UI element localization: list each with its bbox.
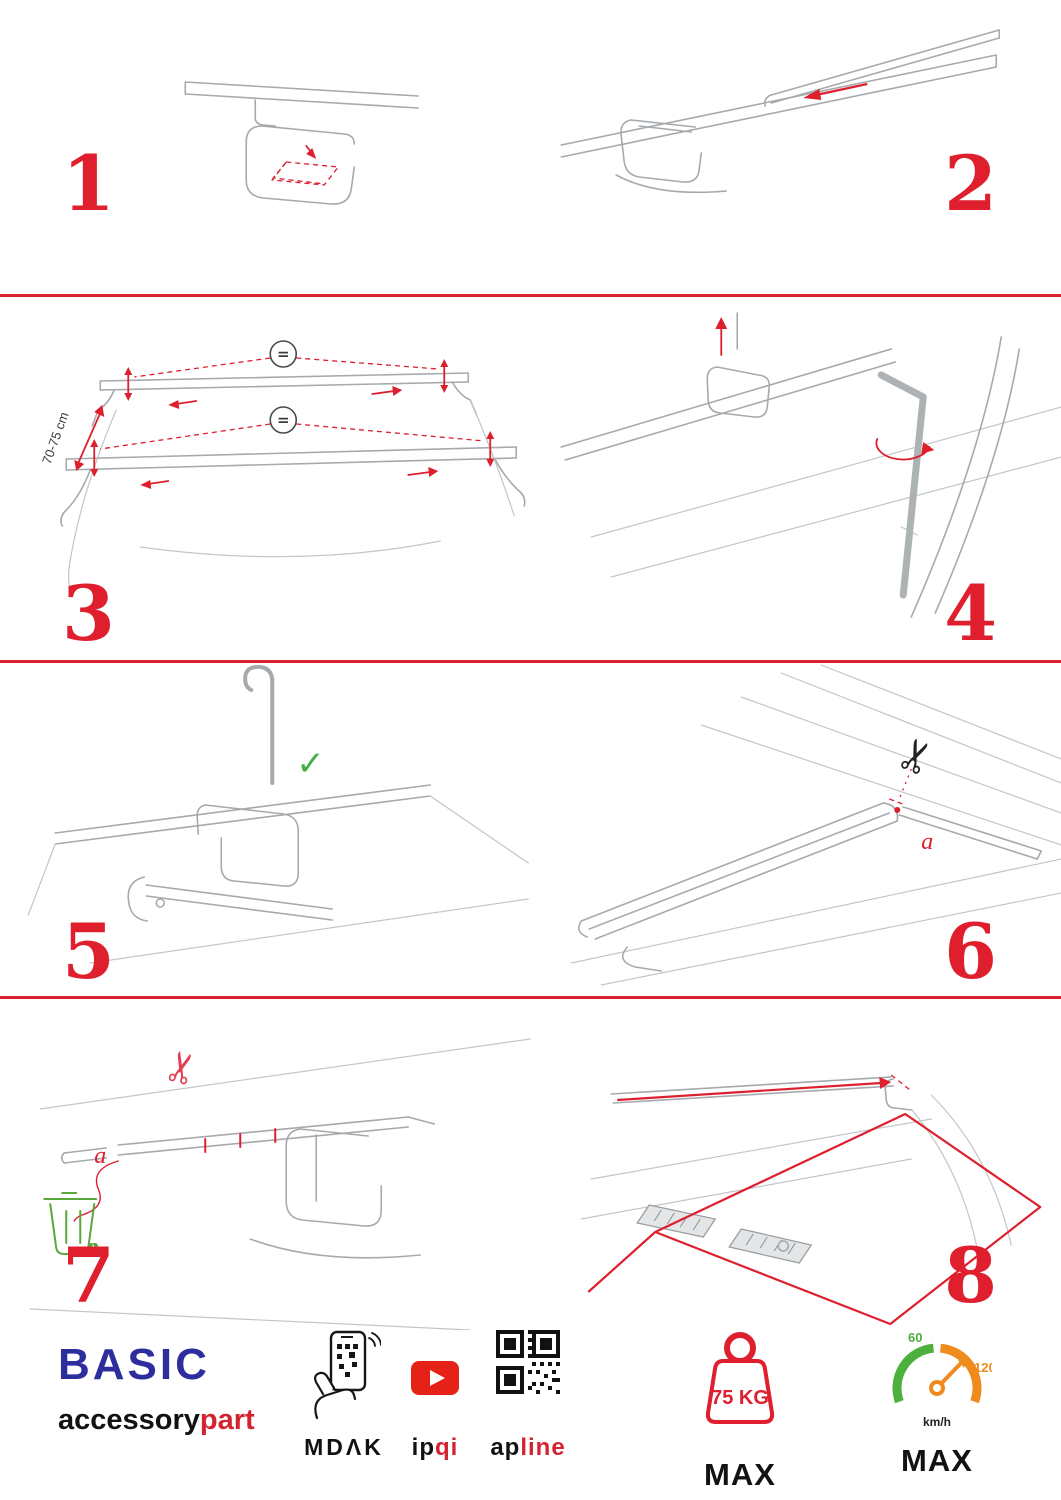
step-2-panel: 2 bbox=[531, 0, 1061, 294]
rubber-pad-annotation bbox=[271, 145, 340, 186]
scissors-icon: ✂ bbox=[886, 729, 947, 783]
step-number-2: 2 bbox=[944, 139, 997, 228]
tighten-annotations bbox=[714, 317, 934, 461]
row-steps-1-2: 1 bbox=[0, 0, 1061, 294]
step-2-illustration bbox=[559, 29, 1000, 194]
qr-code-icon bbox=[484, 1330, 572, 1426]
step-number-5: 5 bbox=[62, 907, 115, 996]
row-steps-5-6: ✓ 5 bbox=[0, 663, 1061, 996]
brand-block: BASIC accessorypart bbox=[58, 1340, 278, 1437]
bar-end-sketch bbox=[577, 802, 1042, 972]
trash-recycle-icon: ♻ bbox=[43, 1192, 102, 1262]
step-1-illustration bbox=[184, 81, 420, 205]
step-3-panel: = = 70-75 cm 3 bbox=[0, 297, 531, 660]
step-8-illustration bbox=[580, 1074, 1041, 1326]
step-number-6: 6 bbox=[944, 907, 997, 996]
roof-rail-sketch bbox=[184, 81, 420, 205]
partner-apline-red: line bbox=[520, 1434, 566, 1461]
alignment-annotation bbox=[587, 1074, 1041, 1326]
speedometer-icon: 60 120 km/h bbox=[892, 1330, 996, 1429]
cut-strip-annotation bbox=[888, 768, 912, 813]
partner-mdak: MDΛK bbox=[292, 1330, 396, 1461]
partner-ipqi-red: qi bbox=[435, 1434, 459, 1461]
partner-mdak-label: MDΛK bbox=[304, 1434, 384, 1460]
allen-key-sketch bbox=[877, 371, 927, 599]
equal-spacing-annotation: = = bbox=[90, 340, 495, 489]
check-icon: ✓ bbox=[296, 744, 325, 784]
max-load-label: MAX bbox=[704, 1457, 776, 1492]
partner-ipqi: ipqi bbox=[398, 1330, 472, 1462]
brand-title: BASIC bbox=[58, 1340, 210, 1389]
brand-subtitle-red: part bbox=[199, 1404, 255, 1436]
step-6-panel: ✂ a 6 bbox=[531, 663, 1061, 996]
speed-low-label: 60 bbox=[908, 1330, 922, 1345]
step-4-panel: 4 bbox=[531, 297, 1061, 660]
step-1-panel: 1 bbox=[0, 0, 531, 294]
weight-icon: 75 KG bbox=[705, 1332, 775, 1424]
crossbars-sketch bbox=[60, 372, 526, 595]
scissors-icon: ✂ bbox=[154, 1044, 210, 1091]
clamp-sketch bbox=[27, 784, 529, 964]
brand-subtitle: accessorypart bbox=[58, 1404, 278, 1437]
step-number-3: 3 bbox=[62, 569, 115, 658]
step-6-illustration: ✂ a bbox=[570, 664, 1061, 986]
play-icon bbox=[430, 1370, 445, 1386]
footer: BASIC accessorypart MDΛK bbox=[0, 1330, 1061, 1500]
step-4-illustration bbox=[559, 312, 1061, 618]
step-5-panel: ✓ 5 bbox=[0, 663, 531, 996]
equal-symbol: = bbox=[277, 345, 290, 363]
max-speed-block: 60 120 km/h MAX bbox=[872, 1330, 1002, 1479]
strip-label-a: a bbox=[921, 829, 933, 855]
strip-label-a: a bbox=[94, 1143, 106, 1169]
step-5-illustration: ✓ bbox=[27, 664, 529, 964]
max-load-value: 75 KG bbox=[711, 1387, 769, 1409]
partner-apline: apline bbox=[484, 1330, 572, 1462]
bar-distance-label: 70-75 cm bbox=[39, 410, 72, 466]
partner-apline-label: apline bbox=[484, 1434, 572, 1462]
qr-scan-phone-icon bbox=[292, 1330, 396, 1426]
section-divider bbox=[0, 294, 1061, 297]
section-divider bbox=[0, 660, 1061, 663]
step-3-illustration: = = 70-75 cm bbox=[39, 340, 526, 595]
row-steps-3-4: = = 70-75 cm 3 bbox=[0, 297, 1061, 660]
section-divider bbox=[0, 996, 1061, 999]
step-number-7: 7 bbox=[62, 1231, 115, 1320]
max-speed-label: MAX bbox=[901, 1443, 973, 1478]
step-7-panel: ✂ a ♻ 7 bbox=[0, 999, 531, 1330]
lock-key-sketch bbox=[243, 664, 275, 785]
discard-annotation bbox=[73, 1128, 277, 1222]
step-7-illustration: ✂ a ♻ bbox=[29, 1038, 531, 1330]
underside-sketch bbox=[29, 1038, 531, 1330]
partner-ipqi-black: ip bbox=[411, 1434, 435, 1461]
step-number-1: 1 bbox=[62, 139, 115, 228]
slide-arrow bbox=[802, 82, 867, 100]
youtube-icon bbox=[398, 1330, 472, 1426]
speed-unit-label: km/h bbox=[923, 1415, 951, 1429]
bar-sketch bbox=[559, 29, 1000, 194]
step-number-4: 4 bbox=[944, 569, 997, 658]
row-steps-7-8: ✂ a ♻ 7 bbox=[0, 999, 1061, 1330]
equal-symbol: = bbox=[277, 411, 290, 429]
speed-high-label: 120 bbox=[974, 1360, 992, 1375]
max-load-block: 75 KG MAX bbox=[678, 1330, 802, 1493]
brand-subtitle-black: accessory bbox=[58, 1404, 200, 1436]
recycle-icon: ♻ bbox=[84, 1238, 102, 1262]
step-number-8: 8 bbox=[944, 1231, 997, 1320]
roof-ribs-sketch bbox=[570, 664, 1061, 986]
partner-ipqi-label: ipqi bbox=[398, 1434, 472, 1462]
partner-apline-black: ap bbox=[490, 1434, 521, 1461]
step-8-panel: 8 bbox=[531, 999, 1061, 1330]
